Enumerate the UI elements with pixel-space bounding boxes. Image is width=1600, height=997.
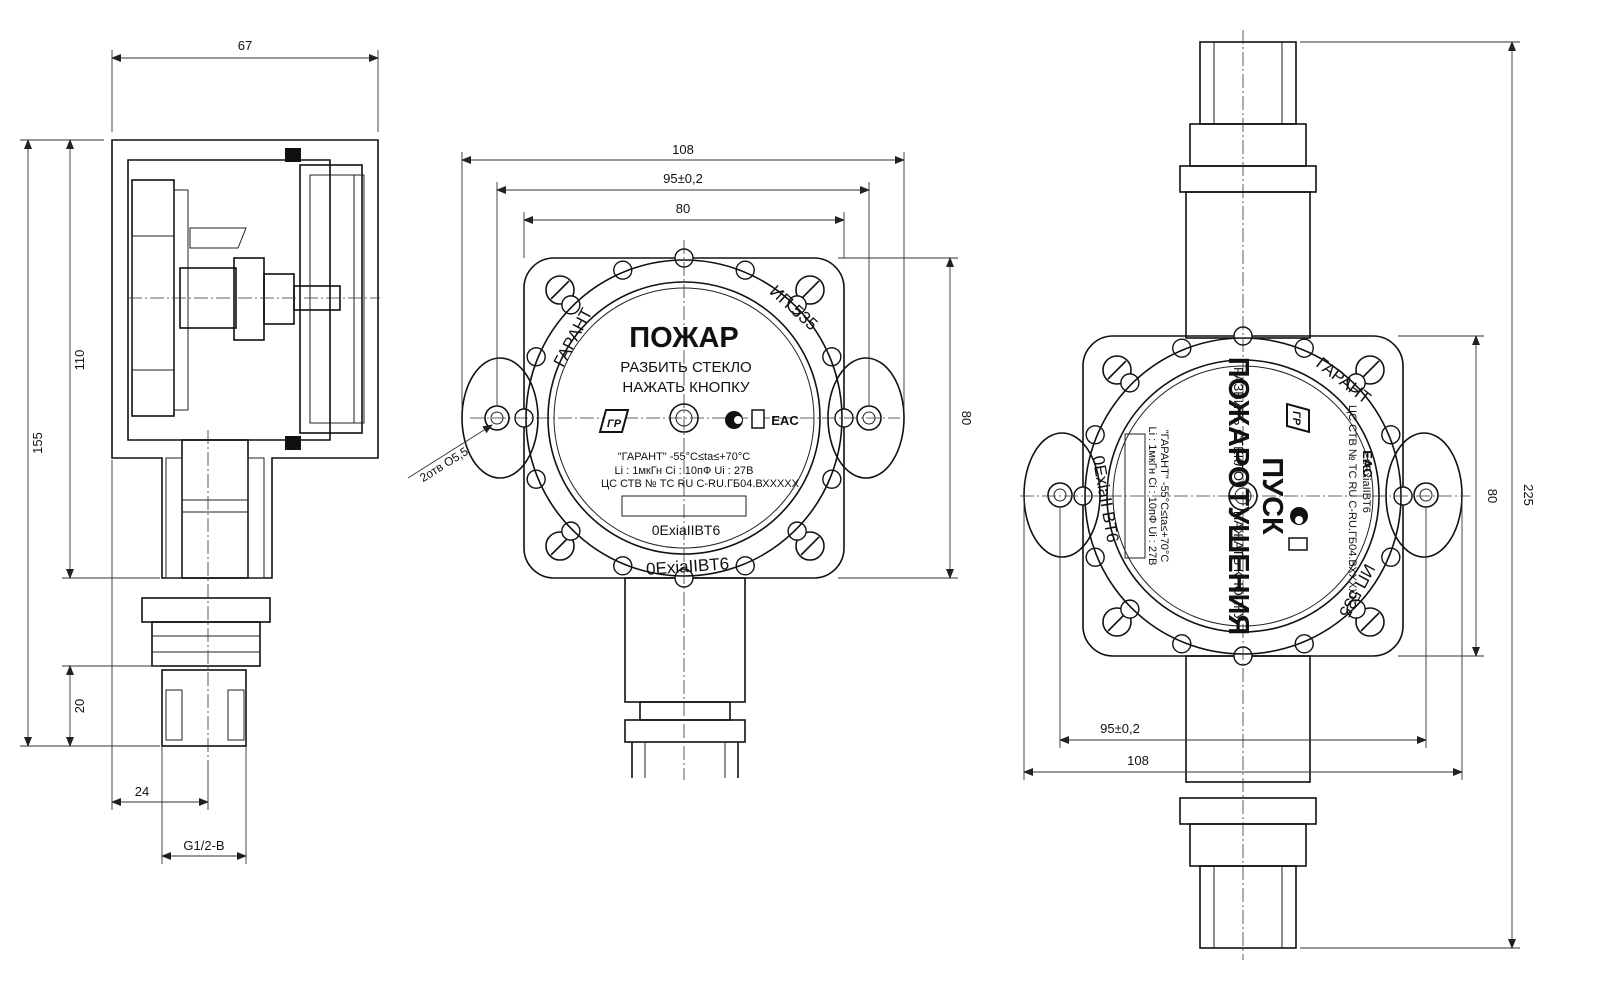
bead (787, 521, 807, 541)
front-ring-bottom-text: 0ExiaIIBT6 (645, 554, 729, 579)
front-logo-icon: ГР (598, 409, 630, 433)
bead (787, 295, 807, 315)
svg-text:ГР: ГР (607, 418, 622, 430)
front-cert-icon: EAC (725, 409, 799, 429)
dim-right-hole-spacing: 95±0,2 (1100, 721, 1140, 736)
dim-front-overall-width: 108 (672, 142, 694, 157)
dim-front-holes-note: 2отв О5,5 (417, 444, 471, 485)
bead (561, 521, 581, 541)
front-title: ПОЖАР (629, 322, 739, 354)
front-ring-left-text: ГАРАНТ (550, 305, 597, 370)
svg-text:EAC: EAC (771, 413, 799, 428)
front-ring-right-text: ИП 535 (766, 282, 821, 335)
right-title1: ПУСК (1256, 457, 1288, 535)
seal-top (285, 148, 301, 162)
front-spec3: ЦС СТВ № ТС RU C-RU.ГБ04.ВХХХХХ (601, 478, 800, 490)
svg-text:ГР: ГР (1290, 411, 1302, 426)
right-line2: НАЖАТЬ КНОПКУ (1231, 511, 1246, 622)
front-spec1: "ГАРАНТ" -55°C≤ta≤+70°C (618, 451, 751, 463)
right-spec1: "ГАРАНТ" -55°C≤ta≤+70°C (1158, 430, 1170, 563)
right-title2: ПОЖАРОТУШЕНИЯ (1222, 357, 1254, 636)
bead (1346, 599, 1366, 619)
dim-side-fitting-offset: 24 (135, 784, 149, 799)
dim-side-fitting-height: 20 (72, 699, 87, 713)
dim-side-height-total: 155 (30, 432, 45, 454)
front-corner-screws (545, 275, 825, 561)
bead (1120, 599, 1140, 619)
right-logo-icon: ГР (1286, 402, 1310, 434)
bead (561, 295, 581, 315)
front-marking: 0ExiaIIBT6 (652, 522, 721, 538)
right-marking: 0ExiaIIBT6 (1360, 459, 1372, 513)
front-view: ГАРАНТ ИП 535 0ExiaIIBT6 ПОЖАР РАЗБИТЬ С… (407, 142, 974, 780)
dim-front-body-height: 80 (959, 411, 974, 425)
dim-right-height-total: 225 (1521, 484, 1536, 506)
bead (1120, 373, 1140, 393)
right-blank-plate (1124, 433, 1146, 559)
front-line2: НАЖАТЬ КНОПКУ (622, 379, 750, 396)
front-line1: РАЗБИТЬ СТЕКЛО (620, 359, 751, 376)
front-push-button[interactable] (669, 403, 699, 433)
svg-text:EAC: EAC (1360, 450, 1375, 478)
front-blank-plate (621, 495, 747, 517)
seal-bottom (285, 436, 301, 450)
right-spec3: ЦС СТВ № ТС RU C-RU.ГБ04.ВХХХХХ (1346, 405, 1358, 604)
dim-side-thread: G1/2-B (183, 838, 224, 853)
bead (1346, 373, 1366, 393)
right-spec2: Li : 1мкГн Ci : 10пФ Ui : 27В (1146, 427, 1158, 566)
front-spec2: Li : 1мкГн Ci : 10пФ Ui : 27В (615, 465, 754, 477)
side-section-view: 67 155 110 20 24 G1/2-B (20, 38, 380, 864)
right-push-button[interactable] (1228, 481, 1258, 511)
dim-side-width: 67 (238, 38, 252, 53)
dim-front-hole-spacing: 95±0,2 (663, 171, 703, 186)
dim-right-overall-width: 108 (1127, 753, 1149, 768)
dim-front-body-width: 80 (676, 201, 690, 216)
right-cert-icon: EAC (1288, 450, 1375, 551)
right-view: ГАРАНТ ИП 535 0ExiaII BT6 ПУСК ПОЖАРОТУШ… (1020, 30, 1536, 960)
right-line1-visible: РАЗБИТЬ СТЕКЛО (1231, 367, 1246, 481)
dim-side-height-body: 110 (72, 350, 87, 371)
dim-right-body-height: 80 (1485, 489, 1500, 503)
right-corner-screws (1102, 355, 1385, 637)
